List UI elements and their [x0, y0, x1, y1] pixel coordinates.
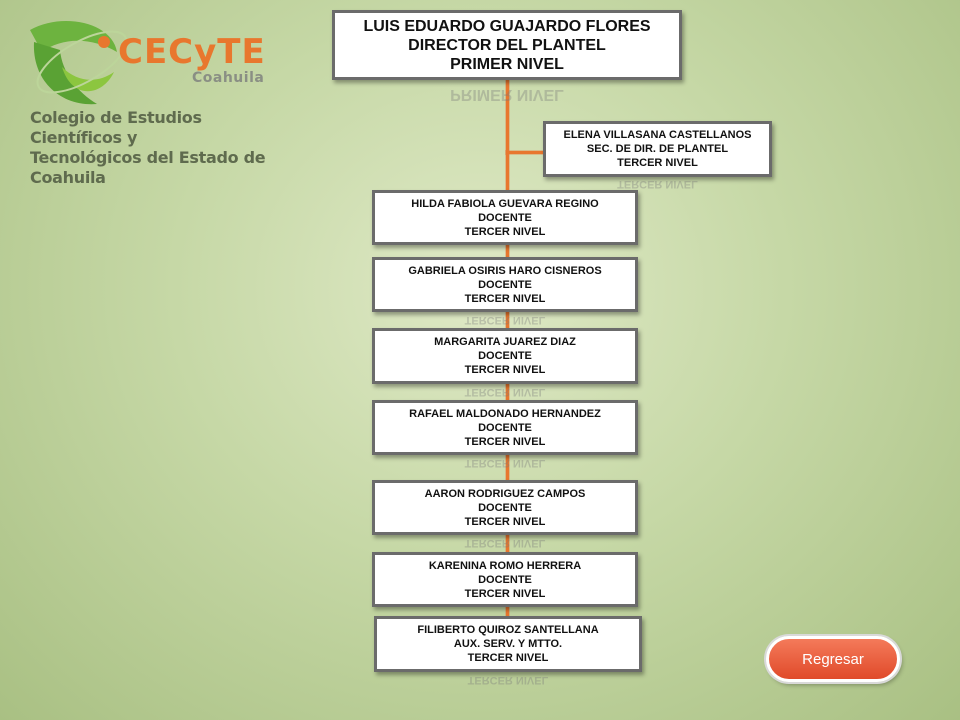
secretary-name: ELENA VILLASANA CASTELLANOS	[563, 129, 752, 141]
staff-level: TERCER NIVEL	[464, 292, 546, 305]
staff-reflection: TERCER NIVEL	[464, 387, 546, 398]
staff-level: TERCER NIVEL	[464, 435, 546, 448]
logo-brand-sub: Coahuila	[192, 70, 265, 86]
staff-name: FILIBERTO QUIROZ SANTELLANA	[417, 624, 599, 636]
staff-level: TERCER NIVEL	[467, 652, 549, 664]
staff-name: MARGARITA JUAREZ DIAZ	[434, 336, 576, 348]
staff-reflection: TERCER NIVEL	[464, 538, 546, 549]
staff-box: MARGARITA JUAREZ DIAZ DOCENTE TERCER NIV…	[372, 328, 638, 384]
secretary-box: ELENA VILLASANA CASTELLANOS SEC. DE DIR.…	[543, 121, 772, 177]
staff-role: DOCENTE	[478, 573, 532, 586]
staff-reflection: TERCER NIVEL	[464, 315, 546, 326]
staff-box: FILIBERTO QUIROZ SANTELLANA AUX. SERV. Y…	[374, 616, 642, 672]
director-box: LUIS EDUARDO GUAJARDO FLORES DIRECTOR DE…	[332, 10, 682, 80]
staff-level: TERCER NIVEL	[464, 515, 546, 528]
staff-role: DOCENTE	[478, 350, 532, 362]
staff-name: RAFAEL MALDONADO HERNANDEZ	[409, 407, 601, 420]
director-name: LUIS EDUARDO GUAJARDO FLORES	[363, 17, 651, 35]
staff-name: HILDA FABIOLA GUEVARA REGINO	[411, 197, 599, 210]
staff-role: DOCENTE	[478, 421, 532, 434]
staff-box: KARENINA ROMO HERRERA DOCENTE TERCER NIV…	[372, 552, 638, 607]
staff-role: DOCENTE	[478, 278, 532, 291]
staff-role: AUX. SERV. Y MTTO.	[453, 638, 563, 650]
secretary-role: SEC. DE DIR. DE PLANTEL	[586, 143, 729, 155]
staff-name: AARON RODRIGUEZ CAMPOS	[424, 487, 586, 500]
staff-level: TERCER NIVEL	[464, 225, 546, 238]
director-level: PRIMER NIVEL	[450, 55, 564, 73]
secretary-connector	[506, 151, 548, 154]
logo-caption-line1: Colegio de Estudios Científicos y	[30, 108, 202, 147]
staff-level: TERCER NIVEL	[464, 364, 546, 376]
staff-box: AARON RODRIGUEZ CAMPOS DOCENTE TERCER NI…	[372, 480, 638, 535]
logo-emblem-icon	[30, 21, 128, 105]
staff-name: KARENINA ROMO HERRERA	[428, 559, 582, 572]
staff-role: DOCENTE	[478, 211, 532, 224]
staff-reflection: TERCER NIVEL	[467, 675, 549, 686]
secretary-level: TERCER NIVEL	[617, 157, 698, 169]
staff-name: GABRIELA OSIRIS HARO CISNEROS	[408, 264, 602, 277]
director-role: DIRECTOR DEL PLANTEL	[408, 36, 606, 54]
logo-caption: Colegio de Estudios Científicos y Tecnol…	[30, 108, 270, 188]
staff-reflection: TERCER NIVEL	[464, 458, 546, 469]
staff-level: TERCER NIVEL	[464, 587, 546, 600]
logo-caption-line2: Tecnológicos del Estado de Coahuila	[30, 148, 266, 187]
back-button[interactable]: Regresar	[766, 636, 900, 682]
staff-box: RAFAEL MALDONADO HERNANDEZ DOCENTE TERCE…	[372, 400, 638, 455]
staff-role: DOCENTE	[478, 501, 532, 514]
staff-box: HILDA FABIOLA GUEVARA REGINO DOCENTE TER…	[372, 190, 638, 245]
logo-brand: CECyTE	[118, 32, 266, 72]
staff-box: GABRIELA OSIRIS HARO CISNEROS DOCENTE TE…	[372, 257, 638, 312]
